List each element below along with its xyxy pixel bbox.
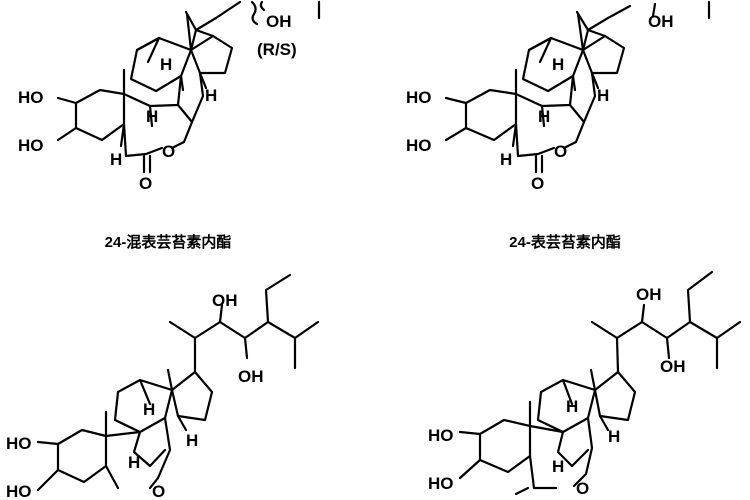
compound-caption: 24-表芸苔素内酯 [509,233,621,251]
ho-label: HO [406,136,432,155]
ho-label: HO [18,136,44,155]
h-label: H [552,457,564,476]
oh-label: OH [660,357,686,376]
h-label: H [128,453,140,472]
h-label: H [160,55,172,74]
h-label: H [110,150,122,169]
oh-label: OH [266,12,292,31]
ho-label: HO [6,482,32,500]
h-label: H [538,107,550,126]
oh-label: OH [238,367,264,386]
h-label: H [597,86,609,105]
h-label: H [552,55,564,74]
h-label: H [500,150,512,169]
structure-panel-1: OH (R/S) HO HO H H H H O O 24-混表芸苔素内酯 [18,0,321,251]
structure-panel-4: OH OH HO HO H H H O [428,270,742,498]
ring-oxygen-label: O [576,479,589,498]
oh-label: OH [212,291,238,310]
ho-label: HO [428,474,454,493]
ring-oxygen-label: O [162,142,175,161]
h-label: H [146,107,158,126]
ring-oxygen-label: O [554,142,567,161]
oh-label: OH [648,12,674,31]
carbonyl-oxygen-label: O [531,174,544,193]
oh-label: OH [636,285,662,304]
h-label: H [186,431,198,450]
ring-oxygen-label: O [152,482,165,500]
ho-label: HO [428,426,454,445]
structure-panel-2: OH HO HO H H H H O O 24-表芸苔素内酯 [406,0,711,251]
h-label: H [608,427,620,446]
h-label: H [205,86,217,105]
stereo-label: (R/S) [257,40,297,59]
compound-caption: 24-混表芸苔素内酯 [105,233,232,251]
structure-panel-3: OH OH HO HO H H H O [6,273,320,500]
h-label: H [566,397,578,416]
ho-label: HO [406,88,432,107]
ho-label: HO [18,88,44,107]
carbonyl-oxygen-label: O [139,174,152,193]
ho-label: HO [6,434,32,453]
h-label: H [143,400,155,419]
